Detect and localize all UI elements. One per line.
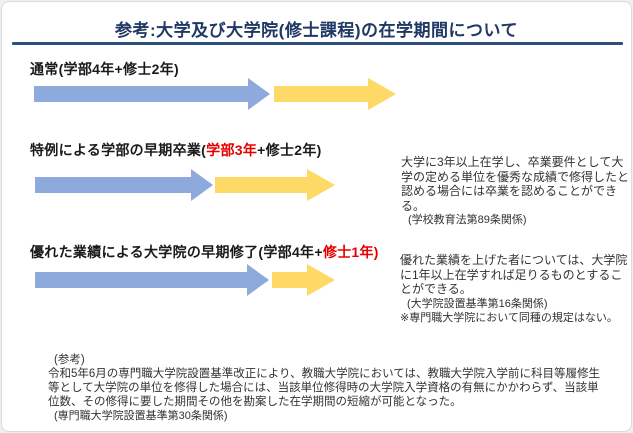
label-text: 特例による学部の早期卒業( bbox=[30, 142, 207, 158]
label-highlight: 学部3年 bbox=[206, 142, 258, 158]
row-label-normal: 通常(学部4年+修士2年) bbox=[30, 59, 179, 79]
page-title: 参考:大学及び大学院(修士課程)の在学期間について bbox=[115, 21, 518, 40]
arrow-head-icon bbox=[307, 169, 335, 201]
footer-heading: (参考) bbox=[54, 354, 85, 366]
label-text: +修士2年) bbox=[257, 142, 322, 158]
arrow-body bbox=[274, 86, 368, 102]
arrow-body bbox=[272, 272, 307, 288]
note-body: 大学に3年以上在学し、卒業要件として大学の定める単位を優秀な成績で修得したと認め… bbox=[401, 155, 630, 213]
row-label-early-completion: 優れた業績による大学院の早期修了(学部4年+修士1年) bbox=[30, 242, 379, 262]
footer-reference: (参考) 令和5年6月の専門職大学院設置基準改正により、教職大学院においては、教… bbox=[48, 353, 604, 423]
note-caveat: ※専門職大学院において同種の規定はない。 bbox=[400, 312, 618, 325]
note-law-reference: (学校教育法第89条関係) bbox=[408, 214, 527, 227]
title-underline bbox=[12, 42, 623, 45]
arrow-head-icon bbox=[247, 264, 269, 296]
arrow-body bbox=[215, 177, 307, 193]
row-label-early-graduation: 特例による学部の早期卒業(学部3年+修士2年) bbox=[30, 140, 322, 160]
label-text: 優れた業績による大学院の早期修了(学部4年+ bbox=[30, 244, 323, 260]
note-early-completion: 優れた業績を上げた者については、大学院に1年以上在学すれば足りるものとすることが… bbox=[400, 253, 630, 326]
note-early-graduation: 大学に3年以上在学し、卒業要件として大学の定める単位を優秀な成績で修得したと認め… bbox=[401, 155, 631, 228]
arrow-body bbox=[35, 272, 247, 288]
arrow-head-icon bbox=[368, 78, 396, 110]
footer-body: 令和5年6月の専門職大学院設置基準改正により、教職大学院においては、教職大学院入… bbox=[48, 368, 601, 408]
note-body: 優れた業績を上げた者については、大学院に1年以上在学すれば足りるものとすることが… bbox=[400, 253, 628, 297]
arrow-head-icon bbox=[307, 264, 335, 296]
footer-law-reference: (専門職大学院設置基準第30条関係) bbox=[54, 410, 228, 422]
arrow-head-icon bbox=[248, 78, 270, 110]
note-law-reference: (大学院設置基準第16条関係) bbox=[407, 297, 548, 310]
label-text: 通常(学部4年+修士2年) bbox=[30, 61, 179, 77]
arrow-body bbox=[34, 86, 248, 102]
arrow-body bbox=[35, 177, 191, 193]
label-highlight: 修士1年) bbox=[322, 244, 379, 260]
arrow-head-icon bbox=[191, 169, 213, 201]
